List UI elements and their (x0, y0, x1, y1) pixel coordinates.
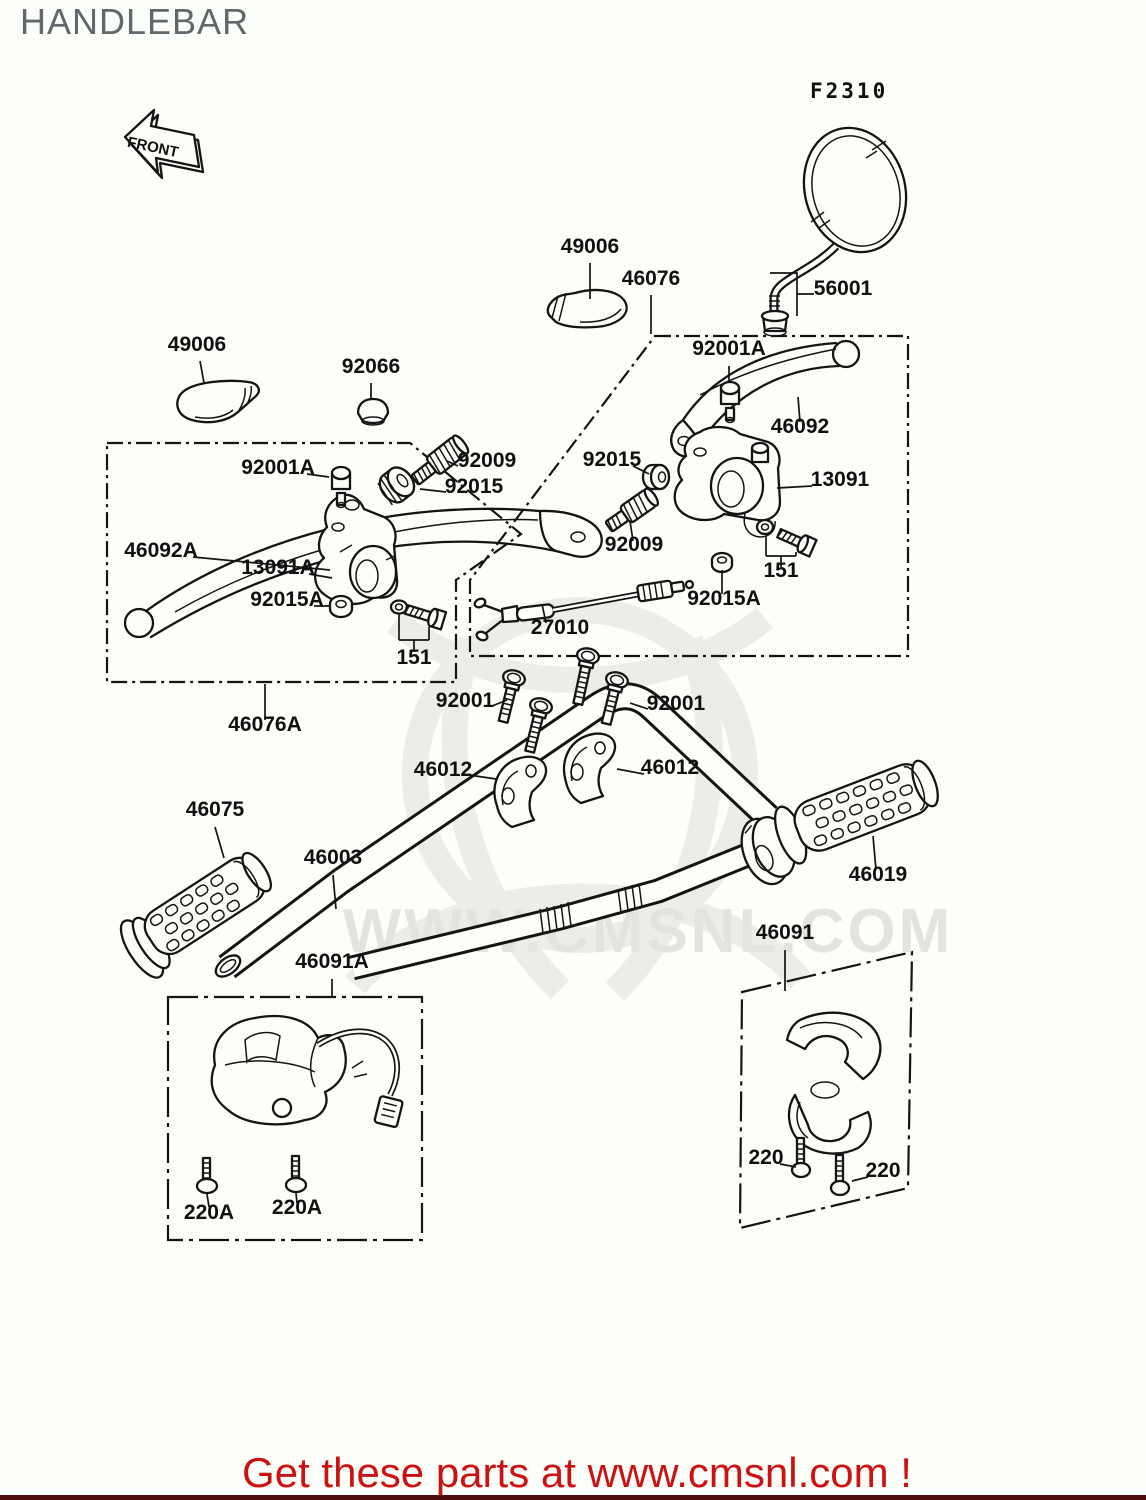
mirror-56001 (760, 126, 908, 337)
front-arrow-icon: FRONT (123, 108, 205, 180)
plug-92066 (356, 397, 390, 426)
part-label-92009[interactable]: 92009 (605, 533, 663, 556)
part-label-151[interactable]: 151 (396, 646, 431, 669)
grip-right-46019 (740, 759, 939, 886)
boot-right-49006 (546, 288, 628, 329)
handlebar-knurl-marks (539, 883, 643, 934)
part-label-92001[interactable]: 92001 (647, 692, 706, 715)
part-label-220[interactable]: 220 (865, 1159, 900, 1182)
footer-bottom-bar (0, 1495, 1146, 1500)
boot-left-49006 (176, 379, 260, 424)
part-label-56001[interactable]: 56001 (814, 277, 873, 300)
part-label-46092a[interactable]: 46092A (124, 539, 198, 562)
left-pivot-bolt-92001a (330, 465, 352, 509)
right-adjuster-92009 (604, 487, 660, 533)
part-label-49006[interactable]: 49006 (168, 333, 226, 356)
part-label-46012[interactable]: 46012 (414, 758, 472, 781)
right-perch-13091 (673, 425, 782, 538)
part-label-92001a[interactable]: 92001A (692, 337, 766, 360)
part-label-46075[interactable]: 46075 (186, 798, 245, 821)
part-label-92015[interactable]: 92015 (583, 448, 642, 471)
part-label-46076a[interactable]: 46076A (228, 713, 302, 736)
part-label-46019[interactable]: 46019 (849, 863, 907, 886)
left-adjuster-92009 (410, 434, 470, 486)
part-label-49006[interactable]: 49006 (561, 235, 619, 258)
throttle-cable-27010 (473, 579, 695, 642)
left-washer-bolt-151 (389, 599, 448, 631)
part-label-27010[interactable]: 27010 (531, 616, 589, 639)
part-label-92001[interactable]: 92001 (436, 689, 495, 712)
left-perch-13091a (313, 493, 399, 606)
part-label-46092[interactable]: 46092 (771, 415, 829, 438)
page-title: HANDLEBAR (20, 1, 249, 42)
part-label-92015[interactable]: 92015 (445, 475, 504, 498)
right-washer-bolt-151 (755, 518, 818, 558)
mount-bolts-92001 (497, 647, 629, 754)
holder-46091 (785, 1011, 882, 1155)
right-nut-92015a (710, 551, 734, 574)
right-lever-assembly-box (468, 334, 910, 658)
part-label-46076[interactable]: 46076 (622, 267, 680, 290)
part-label-92066[interactable]: 92066 (342, 355, 400, 378)
bar-clamps-46012 (493, 732, 617, 829)
part-label-13091a[interactable]: 13091A (241, 556, 315, 579)
part-label-220[interactable]: 220 (748, 1146, 783, 1169)
part-label-151[interactable]: 151 (763, 559, 798, 582)
part-label-92009[interactable]: 92009 (458, 449, 516, 472)
left-lever-assembly-box (105, 441, 523, 684)
part-label-46091a[interactable]: 46091A (295, 950, 369, 973)
holder-assembly-box (738, 950, 914, 1230)
part-label-220a[interactable]: 220A (272, 1196, 322, 1219)
part-label-92015a[interactable]: 92015A (687, 587, 761, 610)
footer-text[interactable]: Get these parts at www.cmsnl.com ! (242, 1449, 912, 1496)
left-nut-92015a (328, 594, 354, 619)
part-label-13091[interactable]: 13091 (811, 468, 870, 491)
leader-lines (192, 263, 877, 1208)
right-pivot-bolt-92001a (719, 380, 741, 424)
part-label-92001a[interactable]: 92001A (241, 456, 315, 479)
switch-assembly-box (166, 995, 424, 1242)
right-washer-92015 (641, 463, 671, 491)
part-label-46091[interactable]: 46091 (756, 921, 815, 944)
switch-screws-220a (195, 1154, 308, 1195)
figure-code: F2310 (810, 79, 888, 103)
grip-left-46075 (119, 851, 272, 979)
holder-screws-220 (790, 1136, 851, 1197)
switch-housing-46091a (210, 1014, 404, 1129)
part-label-46012[interactable]: 46012 (641, 756, 699, 779)
part-label-92015a[interactable]: 92015A (250, 588, 324, 611)
part-label-46003[interactable]: 46003 (304, 846, 362, 869)
part-label-220a[interactable]: 220A (184, 1201, 234, 1224)
left-locknut-92015 (377, 466, 416, 506)
handlebar-46003 (214, 682, 778, 981)
